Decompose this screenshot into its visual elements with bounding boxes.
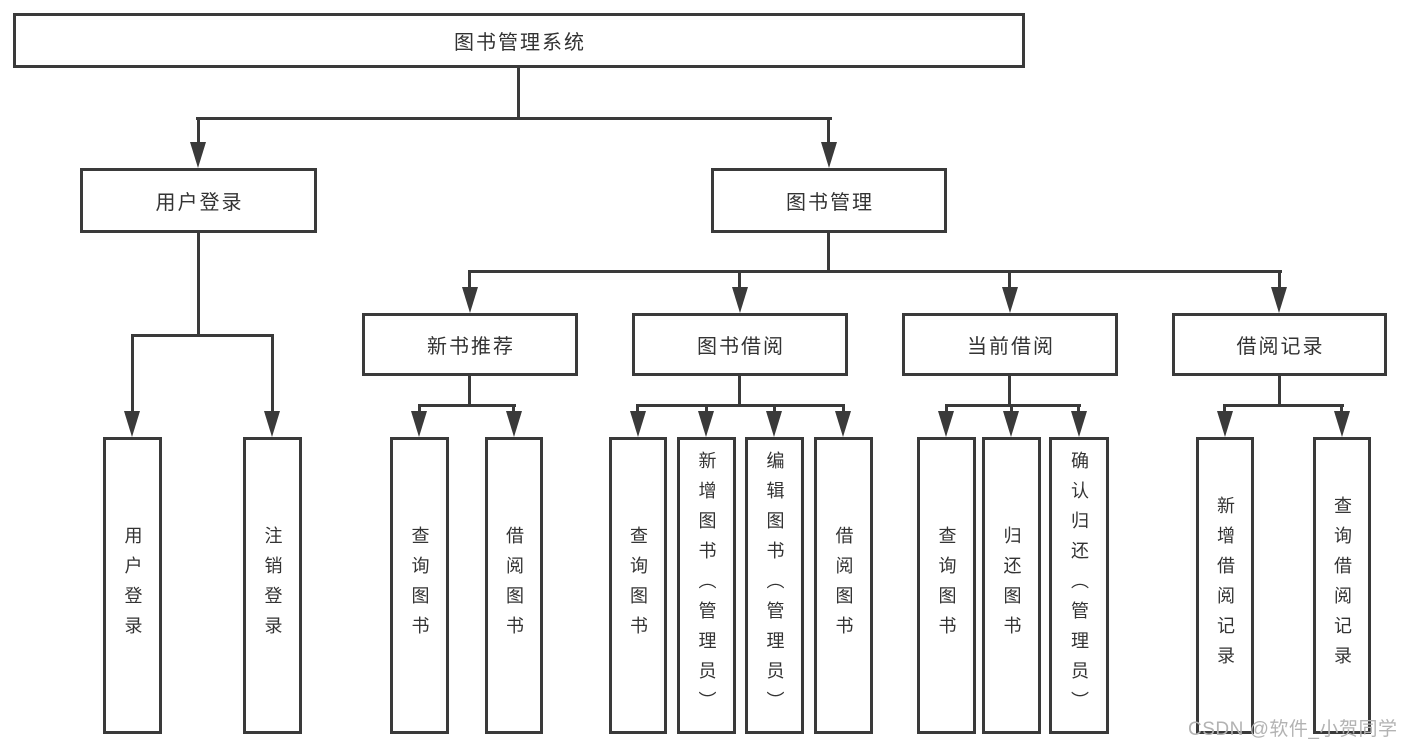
leaf-logout: 注销登录: [243, 437, 302, 734]
connector-line: [1223, 404, 1344, 407]
leaf-label: 编辑图书（管理员）: [764, 450, 785, 721]
connector-line: [636, 404, 845, 407]
connector-line: [468, 270, 1282, 273]
leaf-add-books-admin: 新增图书（管理员）: [677, 437, 736, 734]
node-book-management: 图书管理: [711, 168, 947, 233]
connector-arrow-down: [835, 411, 851, 437]
connector-arrow-down: [1003, 411, 1019, 437]
connector-arrow-down: [698, 411, 714, 437]
connector-arrow-down: [1271, 287, 1287, 313]
node-borrow-records: 借阅记录: [1172, 313, 1387, 376]
leaf-query-books-current: 查询图书: [917, 437, 976, 734]
connector-line: [1278, 376, 1281, 407]
connector-line: [418, 404, 516, 407]
leaf-query-books-borrow: 查询图书: [609, 437, 667, 734]
leaf-label: 查询图书: [628, 525, 648, 646]
connector-arrow-down: [821, 142, 837, 168]
connector-line: [827, 233, 830, 273]
leaf-query-borrow-record: 查询借阅记录: [1313, 437, 1371, 734]
leaf-label: 借阅图书: [504, 525, 524, 646]
leaf-label: 归还图书: [1001, 525, 1022, 646]
leaf-return-books: 归还图书: [982, 437, 1041, 734]
leaf-label: 用户登录: [122, 525, 143, 646]
leaf-add-borrow-record: 新增借阅记录: [1196, 437, 1254, 734]
connector-arrow-down: [462, 287, 478, 313]
connector-line: [196, 117, 832, 120]
connector-line: [271, 334, 274, 414]
connector-line: [197, 117, 200, 146]
connector-arrow-down: [506, 411, 522, 437]
node-current-borrow: 当前借阅: [902, 313, 1118, 376]
connector-line: [705, 404, 708, 414]
connector-arrow-down: [411, 411, 427, 437]
connector-arrow-down: [264, 411, 280, 437]
node-root-library-management-system: 图书管理系统: [13, 13, 1025, 68]
connector-line: [738, 270, 741, 290]
connector-line: [636, 404, 639, 414]
connector-arrow-down: [190, 142, 206, 168]
connector-arrow-down: [1334, 411, 1350, 437]
leaf-label: 查询借阅记录: [1332, 495, 1352, 676]
leaf-user-login: 用户登录: [103, 437, 162, 734]
connector-arrow-down: [630, 411, 646, 437]
connector-line: [773, 404, 776, 414]
connector-line: [1008, 376, 1011, 407]
connector-line: [512, 404, 515, 414]
connector-line: [827, 117, 830, 146]
leaf-borrow-books-recommend: 借阅图书: [485, 437, 543, 734]
leaf-label: 查询图书: [936, 525, 957, 646]
leaf-label: 确认归还（管理员）: [1069, 450, 1089, 721]
connector-line: [517, 68, 520, 118]
connector-line: [1340, 404, 1343, 414]
leaf-label: 借阅图书: [833, 525, 854, 646]
connector-line: [1077, 404, 1080, 414]
connector-line: [1278, 270, 1281, 290]
connector-arrow-down: [732, 287, 748, 313]
leaf-query-books-recommend: 查询图书: [390, 437, 449, 734]
connector-line: [468, 376, 471, 407]
leaf-label: 新增借阅记录: [1215, 495, 1235, 676]
connector-line: [468, 270, 471, 290]
connector-line: [131, 334, 134, 414]
connector-arrow-down: [938, 411, 954, 437]
connector-line: [842, 404, 845, 414]
connector-arrow-down: [124, 411, 140, 437]
connector-line: [1010, 404, 1013, 414]
leaf-label: 注销登录: [262, 525, 283, 646]
connector-line: [1223, 404, 1226, 414]
leaf-label: 新增图书（管理员）: [696, 450, 717, 721]
connector-line: [131, 334, 274, 337]
node-new-book-recommend: 新书推荐: [362, 313, 578, 376]
connector-arrow-down: [1071, 411, 1087, 437]
leaf-borrow-books: 借阅图书: [814, 437, 873, 734]
connector-line: [945, 404, 948, 414]
connector-line: [738, 376, 741, 407]
leaf-confirm-return-admin: 确认归还（管理员）: [1049, 437, 1109, 734]
connector-line: [197, 233, 200, 336]
connector-arrow-down: [766, 411, 782, 437]
connector-line: [945, 404, 1081, 407]
leaf-label: 查询图书: [409, 525, 430, 646]
node-book-borrow: 图书借阅: [632, 313, 848, 376]
csdn-watermark: CSDN @软件_小贺同学: [1188, 719, 1398, 740]
connector-line: [418, 404, 421, 414]
connector-arrow-down: [1002, 287, 1018, 313]
node-user-login: 用户登录: [80, 168, 317, 233]
connector-line: [1008, 270, 1011, 290]
leaf-edit-books-admin: 编辑图书（管理员）: [745, 437, 804, 734]
connector-arrow-down: [1217, 411, 1233, 437]
